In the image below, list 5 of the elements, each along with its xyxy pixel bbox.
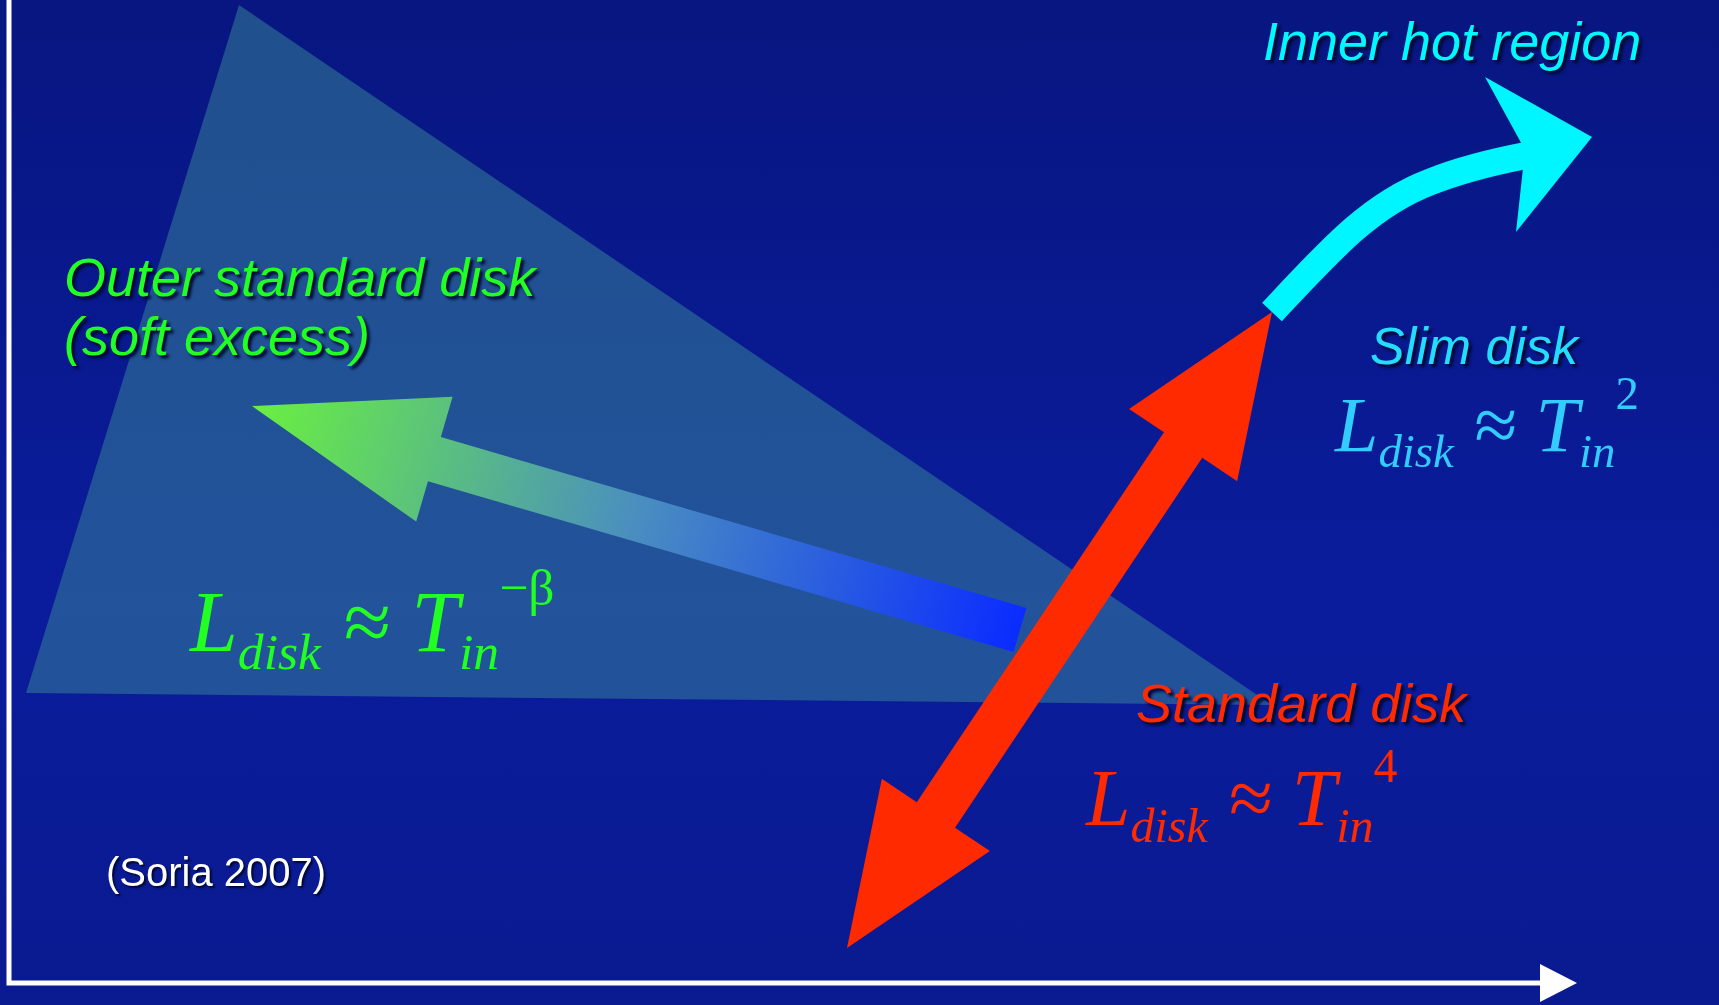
region-label: Inner hot region <box>1263 12 1642 72</box>
citation: (Soria 2007) <box>106 850 327 894</box>
region-label: Slim disk <box>1370 318 1579 376</box>
region-label: Standard disk <box>1136 674 1467 734</box>
region-label: Outer standard disk (soft excess) <box>64 248 538 367</box>
